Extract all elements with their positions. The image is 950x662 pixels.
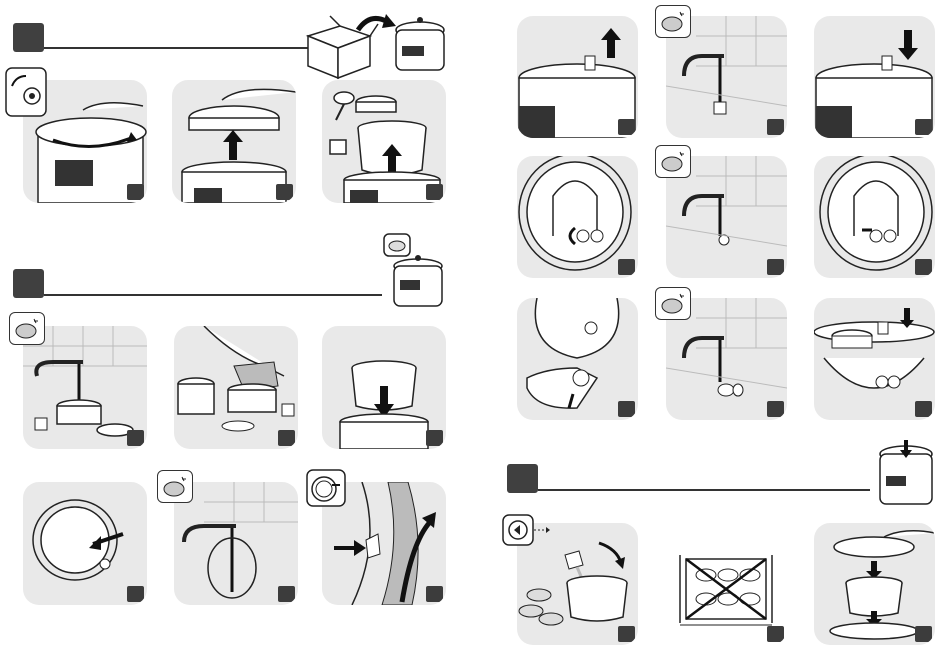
sponge-icon: [655, 5, 691, 38]
step-badge: [767, 259, 784, 275]
sponge-icon: [655, 145, 691, 178]
section-2-marker: [13, 269, 44, 298]
step-badge: [127, 184, 144, 200]
step-badge: [127, 586, 144, 602]
sponge-icon: [157, 470, 193, 503]
step-badge: [426, 586, 443, 602]
section-2-rule: [44, 294, 382, 296]
section-4-rule: [538, 489, 870, 491]
step-panel-remove-inner-pot: [322, 80, 446, 203]
step-badge: [915, 626, 932, 642]
step-panel-unscrew-valve: [517, 156, 638, 278]
step-badge: [767, 119, 784, 135]
step-badge: [915, 259, 932, 275]
step-panel-dry-with-cloth: [174, 326, 298, 449]
sponge-icon: [655, 287, 691, 320]
step-panel-lift-valve-cap: [517, 16, 638, 138]
step-badge: [426, 430, 443, 446]
step-panel-no-steam-basket: [666, 523, 787, 645]
step-panel-rinse-seal: [174, 482, 298, 605]
step-badge: [618, 401, 635, 417]
seal-inset-icon: [306, 469, 346, 507]
step-badge: [618, 119, 635, 135]
step-panel-refit-anti-block: [814, 298, 935, 420]
section-4-marker: [507, 464, 538, 493]
lid-rotate-inset-icon: [4, 66, 48, 118]
step-badge: [278, 586, 295, 602]
step-panel-screw-valve: [814, 156, 935, 278]
sponge-icon: [9, 312, 45, 345]
step-panel-remove-seal: [23, 482, 147, 605]
step-panel-remove-anti-block: [517, 298, 638, 420]
water-level-icon: [502, 514, 552, 554]
unboxing-illustration: [300, 8, 450, 80]
step-panel-wash-pot-sink: [23, 326, 147, 449]
step-badge: [767, 401, 784, 417]
step-badge: [915, 401, 932, 417]
step-panel-insert-pot: [322, 326, 446, 449]
step-badge: [618, 259, 635, 275]
step-panel-lift-lid: [172, 80, 296, 203]
section-1-rule: [44, 47, 309, 49]
ready-cooker-illustration: [874, 436, 938, 508]
step-panel-close-lid-assembly: [814, 523, 935, 645]
clean-cooker-illustration: [382, 230, 446, 310]
step-badge: [915, 119, 932, 135]
step-badge: [276, 184, 293, 200]
step-badge: [127, 430, 144, 446]
step-badge: [767, 626, 784, 642]
step-badge: [278, 430, 295, 446]
section-1-marker: [13, 23, 44, 52]
step-panel-refit-valve-cap: [814, 16, 935, 138]
step-badge: [426, 184, 443, 200]
step-badge: [618, 626, 635, 642]
